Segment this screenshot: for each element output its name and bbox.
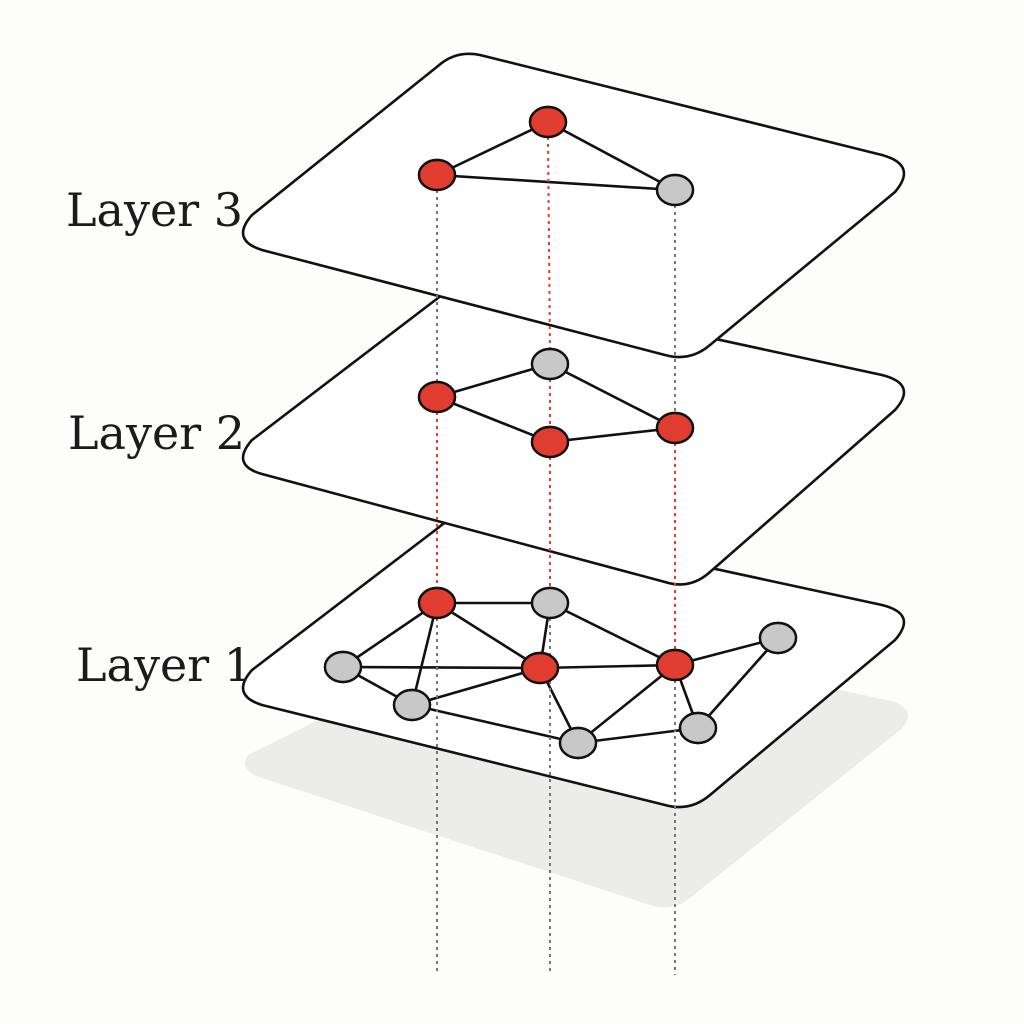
edge-a3-b3 [435,120,550,177]
node-a2-active [417,380,457,414]
layer-1-nodes [323,586,798,760]
layer-2-nodes [417,347,695,459]
node-a3-active [417,158,457,192]
node-n2-inactive [530,586,570,620]
edge-n3-n4 [341,665,542,670]
layer-2-edges [435,362,677,444]
node-n7-inactive [392,688,432,722]
node-n1-active [417,586,457,620]
edge-n1-n4 [435,601,542,670]
edge-b3-c3 [546,120,677,192]
node-c2-active [530,425,570,459]
edge-n7-n8 [410,703,580,745]
edge-b2-d2 [548,362,677,430]
node-b3-active [528,105,568,139]
edge-c2-d2 [548,426,677,444]
edge-n1-n7 [410,601,439,707]
edge-n4-n7 [410,666,542,707]
middle-column-overlay-0 [547,136,551,350]
layer-3-label: Layer 3 [66,183,243,237]
layer-3-nodes [417,105,695,207]
layer-3-edges [435,120,677,192]
node-n4-active [520,651,560,685]
node-n3-inactive [323,650,363,684]
vertical-links-overlay [436,136,676,975]
edge-n6-n9 [696,636,780,730]
node-n5-active [655,648,695,682]
edge-n5-n8 [576,663,677,745]
layer-1-label: Layer 1 [76,638,253,692]
edge-a2-b2 [435,362,552,399]
node-n9-inactive [678,711,718,745]
layer-2-label: Layer 2 [68,406,245,460]
layer-3-plate-group [241,52,906,359]
edge-n2-n5 [548,601,677,667]
edge-n8-n9 [576,726,700,745]
node-d2-active [655,411,695,445]
edge-n1-n3 [341,601,439,669]
edge-n4-n5 [538,663,677,670]
layer-3-plate [241,52,906,359]
node-n8-inactive [558,726,598,760]
node-n6-inactive [758,621,798,655]
edge-a2-c2 [435,395,552,444]
node-c3-inactive [655,173,695,207]
edge-a3-c3 [435,173,677,192]
node-b2-inactive [530,347,570,381]
